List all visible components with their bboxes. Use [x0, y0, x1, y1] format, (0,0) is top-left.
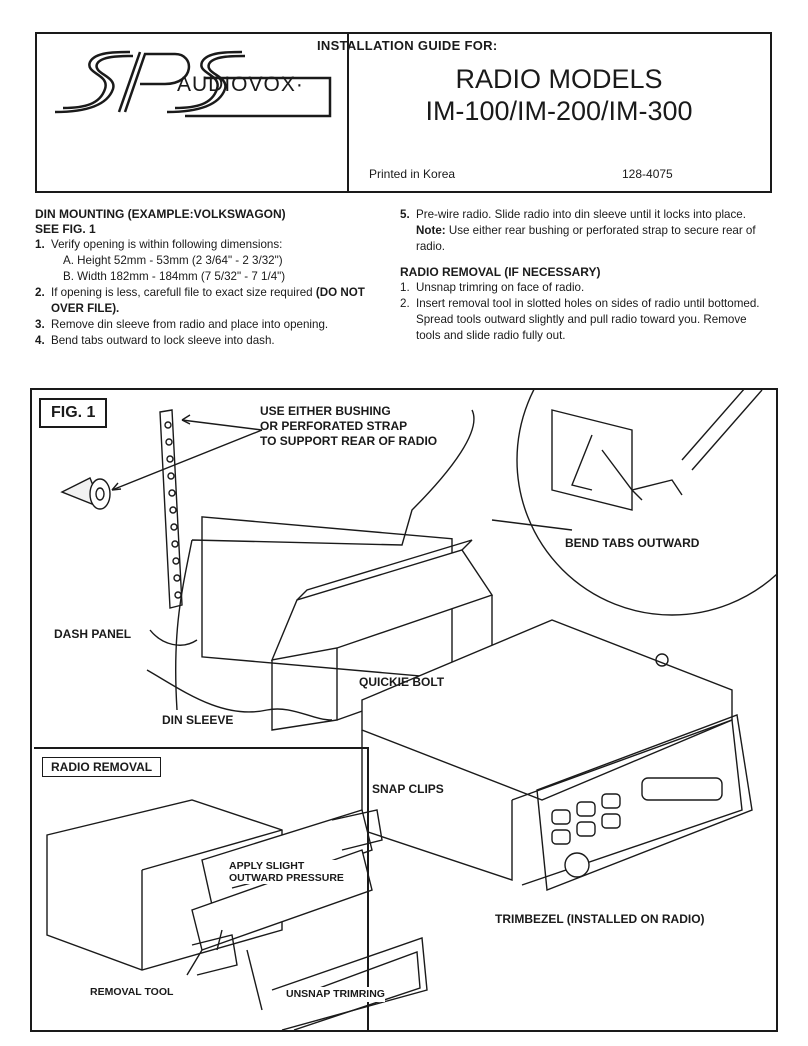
din-mounting-heading: DIN MOUNTING (EXAMPLE:VOLKSWAGON)	[35, 207, 286, 221]
header-box: AUDIOVOX· INSTALLATION GUIDE FOR: RADIO …	[35, 32, 772, 193]
list-item: 3. Remove din sleeve from radio and plac…	[35, 318, 329, 331]
radio-removal-label: RADIO REMOVAL	[42, 757, 162, 777]
fig-1-label: FIG. 1	[39, 398, 108, 428]
figure-1: FIG. 1 USE EITHER BUSHING OR PERFORATED …	[30, 388, 778, 1032]
list-item: 2. If opening is less, carefull file to …	[35, 286, 365, 315]
apply-pressure-label: APPLY SLIGHT OUTWARD PRESSURE	[229, 860, 344, 884]
list-item: 4. Bend tabs outward to lock sleeve into…	[35, 334, 275, 347]
dimension-b: B. Width 182mm - 184mm (7 5/32" - 7 1/4"…	[63, 270, 286, 283]
trimbezel-label: TRIMBEZEL (INSTALLED ON RADIO)	[495, 912, 705, 926]
radio-removal-inset: RADIO REMOVAL APPLY SLIGHT OUTWARD PRESS…	[34, 747, 385, 1030]
list-item: 1. Verify opening is within following di…	[35, 237, 380, 285]
unsnap-trimring-label: UNSNAP TRIMRING	[286, 987, 385, 1002]
model-numbers: IM-100/IM-200/IM-300	[425, 96, 693, 126]
guide-title: INSTALLATION GUIDE FOR:	[317, 38, 498, 53]
page-title: RADIO MODELS	[455, 64, 663, 94]
removal-section: 5. Pre-wire radio. Slide radio into din …	[400, 207, 772, 344]
din-sleeve-label: DIN SLEEVE	[162, 713, 234, 727]
see-fig-heading: SEE FIG. 1	[35, 222, 96, 236]
snap-clips-label: SNAP CLIPS	[372, 782, 444, 797]
list-item: 1. Unsnap trimring on face of radio.	[400, 281, 585, 294]
bend-tabs-callout: BEND TABS OUTWARD	[565, 536, 700, 551]
removal-heading: RADIO REMOVAL (IF NECESSARY)	[400, 265, 601, 279]
list-item: 5. Pre-wire radio. Slide radio into din …	[400, 208, 756, 253]
din-mounting-section: DIN MOUNTING (EXAMPLE:VOLKSWAGON) SEE FI…	[35, 207, 380, 349]
logo-wordmark: AUDIOVOX·	[177, 73, 304, 96]
removal-tool-label: REMOVAL TOOL	[90, 986, 174, 998]
quickie-bolt-label: QUICKIE BOLT	[359, 675, 445, 689]
dash-panel-label: DASH PANEL	[54, 627, 132, 641]
dimension-a: A. Height 52mm - 53mm (2 3/64" - 2 3/32"…	[63, 254, 283, 267]
part-number: 128-4075	[622, 167, 673, 181]
support-callout: USE EITHER BUSHING OR PERFORATED STRAP T…	[260, 404, 438, 448]
printed-in: Printed in Korea	[369, 167, 456, 181]
list-item: 2. Insert removal tool in slotted holes …	[400, 297, 760, 342]
installation-illustration	[46, 390, 776, 1030]
sps-logo	[54, 50, 332, 118]
header-divider	[347, 34, 349, 191]
